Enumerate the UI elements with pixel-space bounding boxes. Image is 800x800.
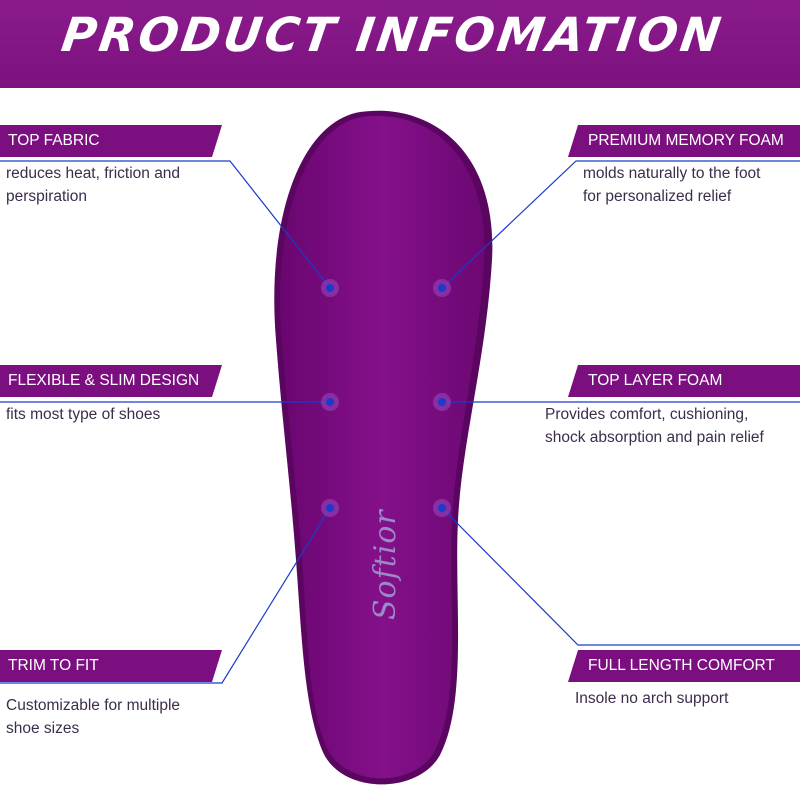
label-top-layer: TOP LAYER FOAM xyxy=(568,365,800,397)
brand-logo: Softior xyxy=(368,509,403,620)
pointer-dot-trim xyxy=(321,499,339,517)
desc-memory-foam: molds naturally to the foot for personal… xyxy=(583,165,761,205)
pointer-line-memory-foam xyxy=(441,160,800,289)
desc-top-layer: Provides comfort, cushioning, shock abso… xyxy=(545,406,764,446)
label-trim: TRIM TO FIT xyxy=(0,650,222,682)
desc-flexible: fits most type of shoes xyxy=(6,406,161,423)
pointer-dot-flexible xyxy=(321,393,339,411)
label-top-fabric: TOP FABRIC xyxy=(0,125,222,157)
pointer-line-top-fabric xyxy=(0,160,331,289)
label-full-length: FULL LENGTH COMFORT xyxy=(568,650,800,682)
desc-full-length: Insole no arch support xyxy=(575,690,729,707)
label-memory-foam: PREMIUM MEMORY FOAM xyxy=(568,125,800,157)
header-banner: PRODUCT INFOMATION xyxy=(0,0,800,88)
pointer-dot-top-layer xyxy=(433,393,451,411)
pointer-dot-memory-foam xyxy=(433,279,451,297)
label-flexible: FLEXIBLE & SLIM DESIGN xyxy=(0,365,222,397)
desc-top-fabric: reduces heat, friction and perspiration xyxy=(6,165,181,205)
pointer-line-trim xyxy=(0,507,331,684)
pointer-dot-full-length xyxy=(433,499,451,517)
desc-trim: Customizable for multiple shoe sizes xyxy=(6,697,181,737)
pointer-line-full-length xyxy=(441,507,800,646)
pointer-dot-top-fabric xyxy=(321,279,339,297)
